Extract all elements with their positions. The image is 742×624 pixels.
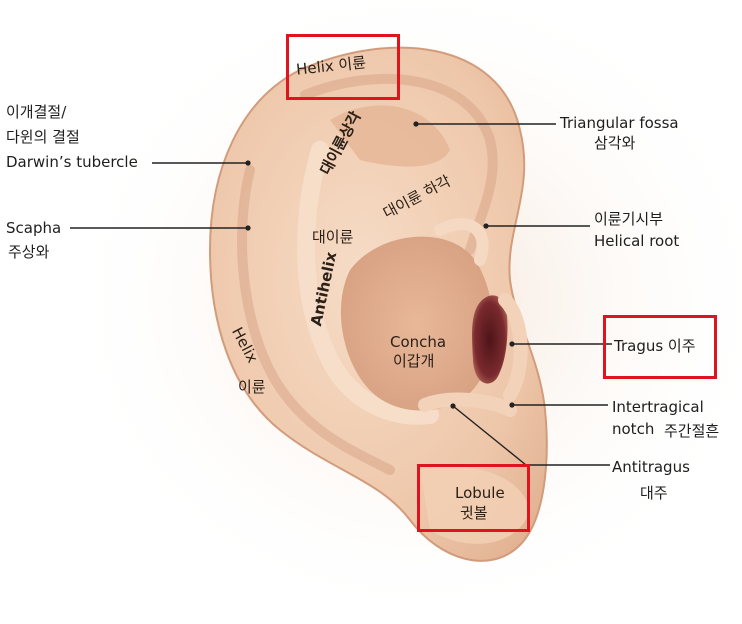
- ear-canal: [472, 295, 508, 384]
- label-darwin-kr-1: 이개결절/: [6, 103, 67, 121]
- dot-darwin: [245, 160, 251, 166]
- label-darwin-en: Darwin’s tubercle: [6, 153, 138, 171]
- dot-helical-root: [483, 223, 489, 229]
- antitragus: [418, 392, 517, 417]
- triangular-fossa: [330, 105, 450, 167]
- antihelix-ridge: [297, 141, 439, 425]
- label-helical-root-en: Helical root: [594, 232, 680, 250]
- label-lobule-kr: 귓볼: [460, 504, 488, 522]
- label-triangular-en: Triangular fossa: [560, 114, 679, 132]
- tragus: [498, 293, 528, 402]
- label-helical-root-kr: 이륜기시부: [594, 210, 664, 228]
- label-concha-kr: 이갑개: [393, 352, 435, 370]
- label-intertragical-en-2: notch: [612, 420, 655, 438]
- label-scapha-kr: 주상와: [8, 243, 50, 261]
- leader-dots: [245, 121, 515, 409]
- dot-antitragus: [450, 403, 456, 409]
- highlight-helix: [286, 34, 400, 100]
- label-concha-en: Concha: [390, 333, 447, 351]
- dot-tragus: [509, 341, 515, 347]
- lobule: [420, 466, 530, 544]
- label-lobule-en: Lobule: [455, 484, 505, 502]
- concha: [340, 236, 493, 411]
- highlight-lobule: [417, 464, 530, 532]
- leader-antitragus-a: [452, 405, 527, 466]
- label-antihelix-kr: 대이륜: [312, 228, 354, 246]
- helical-root: [434, 218, 489, 266]
- label-darwin-kr-2: 다윈의 결절: [6, 128, 80, 146]
- label-triangular-kr: 삼각와: [594, 134, 636, 152]
- label-intertragical-en-1: Intertragical: [612, 398, 704, 416]
- label-tragus: Tragus 이주: [614, 337, 696, 355]
- label-helix-side-kr: 이륜: [238, 378, 266, 396]
- dot-triangular-fossa: [413, 121, 419, 127]
- label-intertragical-kr: 주간절흔: [664, 422, 720, 440]
- label-antitragus-en: Antitragus: [612, 458, 690, 476]
- leader-lines: [70, 123, 612, 466]
- dot-scapha: [245, 225, 251, 231]
- highlight-tragus: [603, 315, 717, 379]
- label-scapha-en: Scapha: [6, 219, 62, 237]
- dot-intertragical: [509, 402, 515, 408]
- label-antitragus-kr: 대주: [640, 484, 668, 502]
